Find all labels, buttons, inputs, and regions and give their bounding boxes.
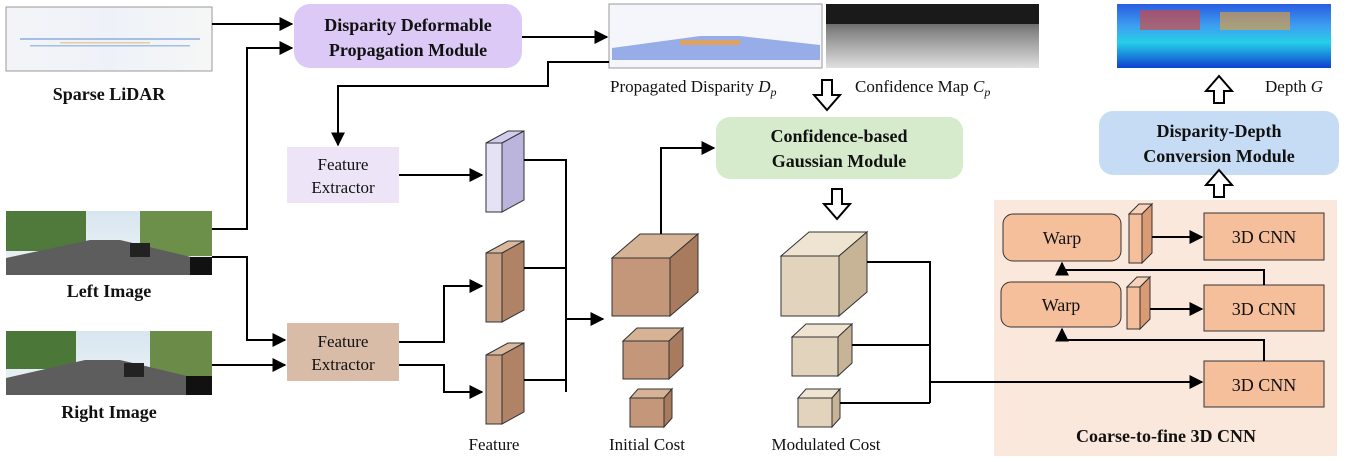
ddcm-box xyxy=(1099,111,1339,175)
modulated-cost-cube-medium xyxy=(790,322,854,378)
depth-output-image xyxy=(1117,4,1331,68)
coarse-to-fine-label: Coarse-to-fine 3D CNN xyxy=(1076,426,1256,446)
feature-extractor-top-line1: Feature xyxy=(318,155,369,174)
feature-extractor-top xyxy=(287,147,399,203)
feature-slab-bottom xyxy=(485,342,525,425)
feature-extractor-bottom xyxy=(287,323,399,381)
sparse-lidar-label: Sparse LiDAR xyxy=(53,84,167,104)
left-image xyxy=(6,211,212,275)
ddpm-box xyxy=(294,4,522,68)
left-image-label: Left Image xyxy=(67,281,151,301)
warp-mid-label: Warp xyxy=(1042,295,1081,315)
warp-feature-slab-mid xyxy=(1125,275,1152,331)
cnn-box-top xyxy=(1203,212,1325,261)
sparse-lidar-image xyxy=(5,6,213,72)
cnn-box-mid xyxy=(1203,284,1325,332)
ddcm-label-line1: Disparity-Depth xyxy=(1157,121,1282,141)
cnn-mid-label: 3D CNN xyxy=(1232,299,1297,319)
warp-top-label: Warp xyxy=(1043,228,1082,248)
initial-cost-cube-medium xyxy=(621,326,685,381)
confidence-map-image xyxy=(826,4,1039,68)
feature-extractor-top-line2: Extractor xyxy=(311,178,375,197)
feature-slab-top xyxy=(485,130,525,213)
confidence-map-label: Confidence Map Cp xyxy=(855,77,990,99)
modulated-cost-caption: Modulated Cost xyxy=(771,435,880,454)
right-image-label: Right Image xyxy=(61,402,157,422)
propagated-disparity-image xyxy=(608,3,823,69)
hollow-arrow-to-cgm xyxy=(811,79,843,112)
modulated-cost-cube-small xyxy=(796,387,842,429)
propagated-disparity-label: Propagated Disparity Dp xyxy=(610,77,777,99)
warp-box-mid xyxy=(1000,281,1122,328)
cgm-box xyxy=(716,117,963,179)
ddcm-label-line2: Conversion Module xyxy=(1143,146,1295,166)
depth-label: Depth G xyxy=(1265,77,1323,96)
feature-caption: Feature xyxy=(469,435,520,454)
initial-cost-cube-large xyxy=(610,232,700,318)
cgm-label-line2: Gaussian Module xyxy=(772,151,907,171)
cnn-top-label: 3D CNN xyxy=(1232,227,1297,247)
warp-box-top xyxy=(1002,213,1122,262)
feature-slab-middle xyxy=(485,240,525,323)
hollow-arrows xyxy=(811,74,1235,221)
feature-extractor-bottom-line1: Feature xyxy=(318,332,369,351)
ddpm-label-line1: Disparity Deformable xyxy=(324,15,491,35)
cgm-label-line1: Confidence-based xyxy=(770,126,907,146)
warp-feature-slab-top xyxy=(1127,202,1154,265)
hollow-arrow-to-ddcm xyxy=(1203,168,1235,198)
modulated-cost-cube-large xyxy=(779,230,869,318)
initial-cost-caption: Initial Cost xyxy=(609,435,685,454)
cnn-bottom-label: 3D CNN xyxy=(1232,375,1297,395)
right-image xyxy=(6,331,212,395)
initial-cost-cube-small xyxy=(628,387,674,429)
cnn-box-bottom xyxy=(1203,360,1325,408)
ddpm-label-line2: Propagation Module xyxy=(329,40,487,60)
hollow-arrow-to-modulated xyxy=(821,188,853,221)
hollow-arrow-to-depth xyxy=(1203,74,1235,104)
connectors xyxy=(212,17,1265,404)
feature-extractor-bottom-line2: Extractor xyxy=(311,355,375,374)
